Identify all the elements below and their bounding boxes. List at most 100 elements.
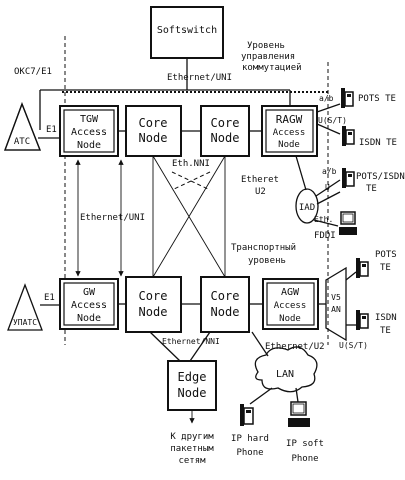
pots-isdn-phone-icon (342, 168, 355, 188)
eth-nni-mid-label: Eth.NNI (172, 159, 210, 169)
oks7-label: ОКС7/E1 (14, 67, 52, 77)
iad-label: IAD (299, 203, 315, 213)
e1-top-label: E1 (46, 125, 57, 135)
uatc-label: УПАТС (13, 318, 37, 327)
isdn-te-top-label: ISDN TE (359, 138, 397, 148)
ragw-iad-link (295, 155, 307, 191)
core-tr-label-1: Core (211, 116, 240, 130)
other-nets-label-1: К другим (170, 432, 214, 442)
uatc-triangle (7, 283, 43, 331)
ragw-label-1: RAGW (276, 113, 303, 126)
ip-hard-label-1: IP hard (231, 434, 269, 444)
core-tl-label-2: Node (139, 131, 168, 145)
ragw-label-3: Node (278, 140, 300, 150)
other-nets-label-3: сетям (178, 456, 206, 466)
gw-inner-frame (63, 282, 115, 326)
isdn-bottom-phone-icon (356, 310, 369, 330)
iad-u-link (316, 191, 341, 205)
ip-soft-phone-icon (288, 401, 310, 427)
agw-label-2: Access (274, 301, 307, 311)
ragw-pots-link (316, 103, 341, 113)
ethernet-u2-label: Ethernet/U2 (265, 342, 325, 352)
core-tr-label-2: Node (211, 131, 240, 145)
ip-soft-label-1: IP soft (286, 439, 324, 449)
lan-soft-phone-link (295, 387, 299, 403)
u-iad-label: U (325, 183, 330, 192)
core-cross-diagonal-2 (152, 155, 226, 278)
tgw-inner-frame (63, 109, 115, 153)
ethernet-nni-bottom-label: Ethernet/NNI (162, 337, 220, 346)
ab-top-label: a/b (319, 94, 334, 103)
ip-hard-phone-icon (240, 404, 254, 426)
fddi-label: FDDI (314, 231, 336, 241)
ragw-inner-frame (265, 109, 314, 153)
transport-label-2: уровень (248, 256, 286, 266)
eth-iad-label: Eth. (314, 215, 333, 224)
tgw-label-3: Node (77, 140, 101, 151)
pots-isdn-label-1: POTS/ISDN (356, 172, 405, 182)
isdn-phone-icon (342, 126, 355, 146)
iad-pots-link (315, 179, 341, 197)
gw-label-3: Node (77, 313, 101, 324)
edge-label-1: Edge (178, 370, 207, 384)
phone-icon (341, 88, 354, 108)
ab-iad-label: a/b (322, 167, 337, 176)
ip-soft-label-2: Phone (291, 454, 318, 464)
softswitch-label: Softswitch (157, 25, 217, 36)
v5-label-2: AN (331, 305, 341, 314)
u2-label: U2 (255, 187, 266, 197)
iad-computer-link (313, 219, 339, 227)
tgw-label-1: TGW (80, 114, 99, 125)
ragw-label-2: Access (273, 128, 306, 138)
core-edge-link-1 (149, 331, 181, 362)
control-level-label-1: Уровень (247, 41, 285, 51)
ip-hard-label-2: Phone (236, 448, 263, 458)
lan-cloud (254, 346, 318, 393)
gw-label-2: Access (71, 300, 107, 311)
ethernet-uni-left-label: Ethernet/UNI (80, 213, 145, 223)
lan-hard-phone-link (249, 387, 273, 405)
gw-label-1: GW (83, 287, 96, 298)
edge-label-2: Node (178, 386, 207, 400)
core-tl-label-1: Core (139, 116, 168, 130)
control-level-label-2: управления (241, 52, 295, 62)
ats-label: АТС (14, 137, 30, 147)
transport-label-1: Транспортный (231, 243, 296, 253)
v5-label-1: V5 (331, 293, 341, 302)
edge-node (167, 360, 217, 411)
softswitch-box (150, 6, 224, 59)
core-br-label-1: Core (211, 289, 240, 303)
pots-te-top-label: POTS TE (358, 94, 396, 104)
tgw-label-2: Access (71, 127, 107, 138)
core-bl-label-1: Core (139, 289, 168, 303)
eth-nni-dashed-2 (171, 171, 211, 191)
ethernet-uni-top-label: Ethernet/UNI (167, 73, 232, 83)
other-nets-label-2: пакетным (170, 444, 214, 454)
pots-phone-icon (356, 258, 369, 278)
iad-node (295, 188, 319, 224)
core-br-label-2: Node (211, 305, 240, 319)
core-lan-link (251, 331, 269, 357)
etheret-label: Etheret (241, 175, 279, 185)
u-st-bottom-label: U(S/T) (339, 341, 368, 350)
agw-label-3: Node (279, 314, 301, 324)
core-node-bottom-right (200, 276, 250, 333)
agw-inner-frame (266, 282, 315, 326)
core-bl-label-2: Node (139, 305, 168, 319)
ragw-isdn-link (316, 123, 341, 135)
isdn-bottom-label-2: TE (380, 326, 391, 336)
e1-bottom-label: E1 (44, 293, 55, 303)
core-edge-link-2 (189, 331, 211, 362)
lan-label: LAN (276, 369, 294, 380)
v5-pots-link (345, 271, 357, 281)
pots-bottom-label-2: TE (380, 263, 391, 273)
agw-label-1: AGW (281, 287, 300, 298)
pots-isdn-label-2: TE (366, 184, 377, 194)
computer-icon (339, 211, 357, 235)
isdn-bottom-label-1: ISDN (375, 313, 397, 323)
v5-an-node (325, 266, 347, 342)
pots-bottom-label-1: POTS (375, 250, 397, 260)
us-top-label: U(S/T) (318, 116, 347, 125)
